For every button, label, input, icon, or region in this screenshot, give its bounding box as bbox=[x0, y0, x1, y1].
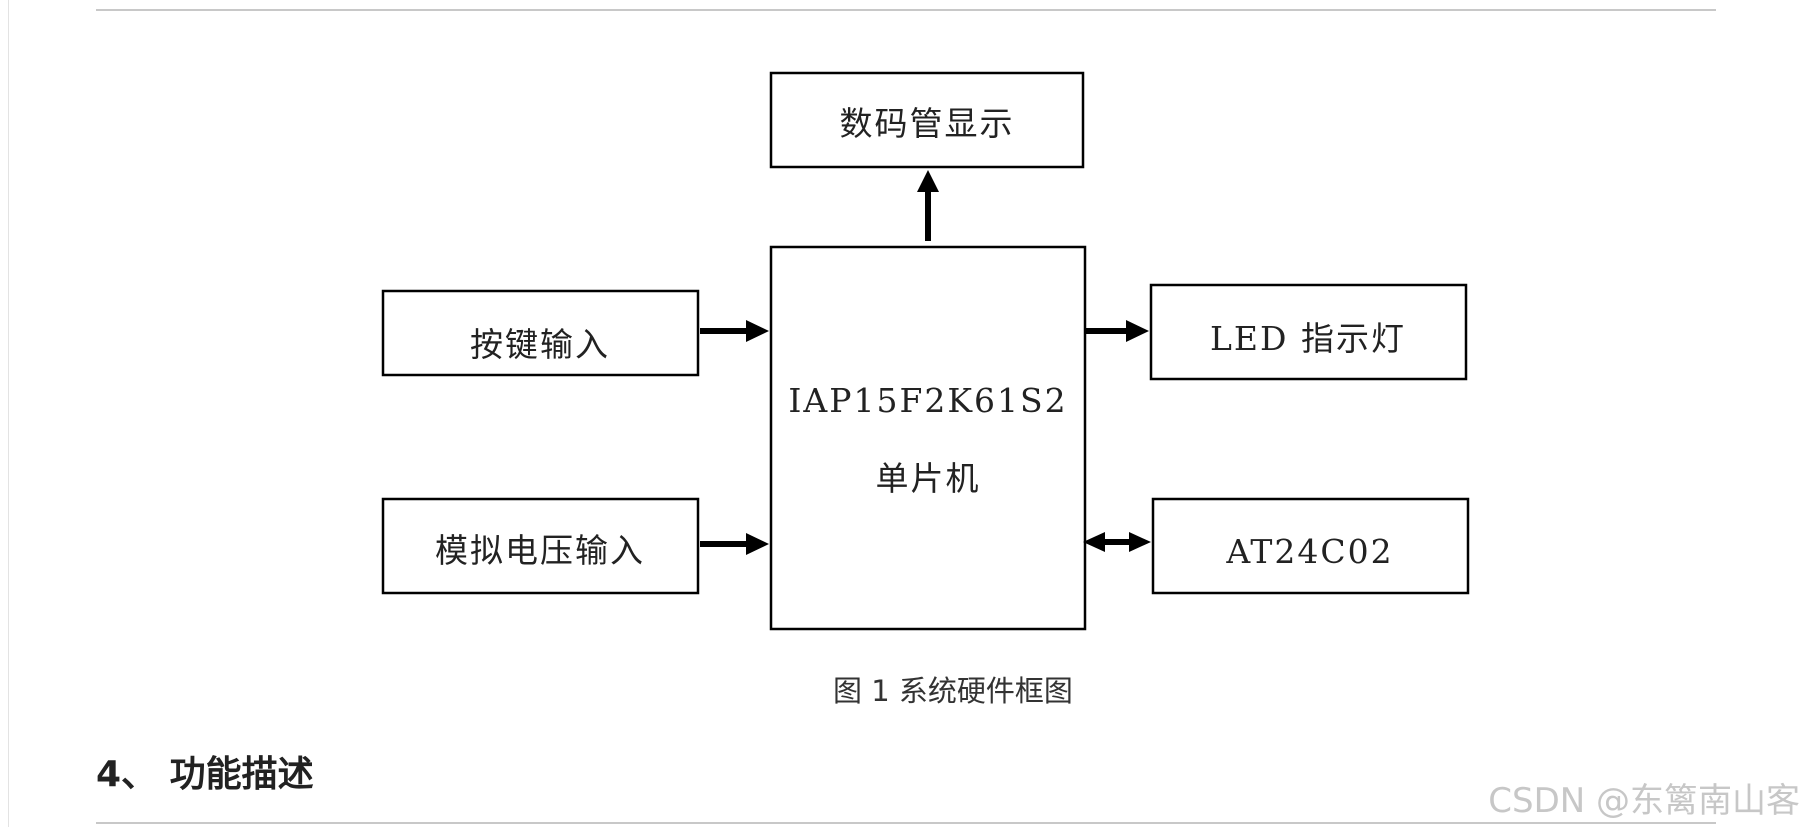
node-mcu bbox=[769, 245, 1087, 631]
figure-caption: 图 1 系统硬件框图 bbox=[833, 674, 1073, 708]
edge-mcu-eeprom-bidirectional bbox=[1083, 532, 1151, 552]
bottom-divider bbox=[96, 822, 1716, 824]
node-keys-label: 按键输入 bbox=[470, 325, 610, 364]
watermark: CSDN @东篱南山客 bbox=[1488, 781, 1800, 821]
node-analog bbox=[381, 497, 700, 595]
node-mcu-label-line1: IAP15F2K61S2 bbox=[788, 381, 1067, 420]
node-led bbox=[1149, 283, 1468, 381]
node-keys bbox=[381, 289, 700, 377]
edge-analog-to-mcu bbox=[700, 533, 769, 555]
node-eeprom-label: AT24C02 bbox=[1225, 532, 1393, 571]
node-display bbox=[769, 71, 1085, 169]
section-title: 4、 功能描述 bbox=[96, 754, 314, 795]
node-eeprom bbox=[1151, 497, 1470, 595]
edge-mcu-to-display bbox=[917, 170, 939, 241]
node-analog-label: 模拟电压输入 bbox=[435, 531, 645, 570]
node-mcu-label-line2: 单片机 bbox=[876, 459, 981, 498]
edge-mcu-to-led bbox=[1085, 320, 1149, 342]
top-divider bbox=[96, 9, 1716, 11]
node-display-label: 数码管显示 bbox=[840, 104, 1015, 143]
left-border bbox=[8, 0, 9, 827]
edge-keys-to-mcu bbox=[700, 320, 769, 342]
node-led-label: LED 指示灯 bbox=[1210, 319, 1406, 358]
